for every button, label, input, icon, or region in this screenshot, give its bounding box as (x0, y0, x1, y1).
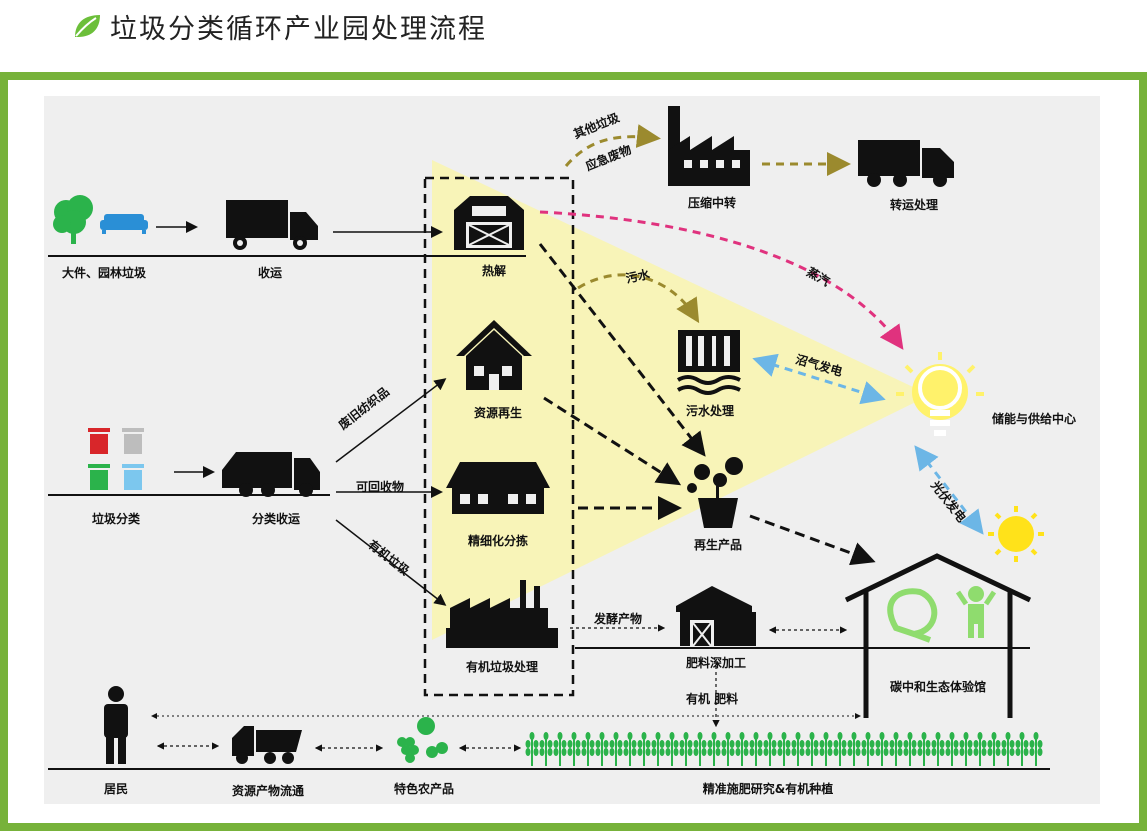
label-sorting: 精细化分拣 (467, 534, 529, 548)
arrow (543, 396, 682, 486)
light-beam (432, 160, 930, 640)
label-specialty: 特色农产品 (393, 782, 455, 796)
label-recycle: 资源再生 (473, 406, 523, 420)
sprout-icon (887, 588, 938, 643)
sewage-icon (676, 330, 741, 395)
house-icon (456, 320, 532, 390)
long-house-icon (446, 462, 550, 514)
processing-box (423, 176, 575, 697)
garbage-truck-icon (222, 452, 320, 497)
label-sort-collect: 分类收运 (251, 512, 301, 526)
fruit-icon (397, 717, 448, 763)
edge-organic-fert: 有机 肥料 (686, 692, 739, 706)
wheat-icon (525, 732, 1043, 766)
arrow (538, 243, 706, 457)
label-sewage: 污水处理 (685, 404, 735, 418)
factory-icon (668, 106, 750, 186)
garbage-truck-icon (858, 140, 954, 187)
leaf-icon (75, 15, 100, 37)
label-garbage-sort: 垃圾分类 (91, 512, 141, 526)
label-collect: 收运 (257, 266, 283, 280)
label-pyrolysis: 热解 (481, 264, 507, 278)
label-organic-proc: 有机垃圾处理 (465, 660, 539, 674)
biogas-arrow (752, 353, 886, 405)
dump-truck-icon (232, 726, 302, 764)
label-products: 再生产品 (693, 538, 743, 552)
label-planting: 精准施肥研究&有机种植 (702, 782, 834, 796)
other-waste-arrow (564, 124, 661, 167)
page-title: 垃圾分类循环产业园处理流程 (72, 6, 487, 46)
label-compress: 压缩中转 (687, 196, 737, 210)
edge-ferment: 发酵产物 (594, 612, 643, 626)
label-transfer: 转运处理 (889, 198, 939, 212)
sofa-icon (100, 214, 148, 234)
page-title-text: 垃圾分类循环产业园处理流程 (110, 13, 487, 45)
label-storage: 储能与供给中心 (991, 412, 1077, 426)
label-fertilizer: 肥料深加工 (685, 656, 747, 670)
arrow (335, 378, 447, 463)
barn-icon (454, 196, 524, 250)
greenhouse-icon (844, 553, 1032, 718)
truck-icon (226, 200, 318, 250)
arrow (749, 514, 876, 566)
sun-icon (988, 506, 1044, 562)
child-icon (955, 586, 997, 638)
label-carbon: 碳中和生态体验馆 (889, 680, 987, 694)
label-bulky: 大件、园林垃圾 (61, 266, 147, 280)
edge-recyclables: 可回收物 (356, 480, 405, 494)
flower-pot-icon (687, 457, 743, 528)
arrow (335, 519, 447, 606)
tree-icon (53, 195, 93, 244)
trash-bin-icon (88, 428, 144, 490)
barn-icon (676, 586, 756, 647)
steam-arrow (539, 210, 904, 350)
sewage-water-arrow (577, 273, 700, 324)
label-residents: 居民 (103, 782, 129, 796)
person-icon (104, 686, 128, 764)
label-circulation: 资源产物流通 (231, 784, 305, 798)
solar-arrow (914, 445, 984, 535)
lightbulb-icon (896, 352, 984, 436)
factory-icon (446, 580, 558, 648)
